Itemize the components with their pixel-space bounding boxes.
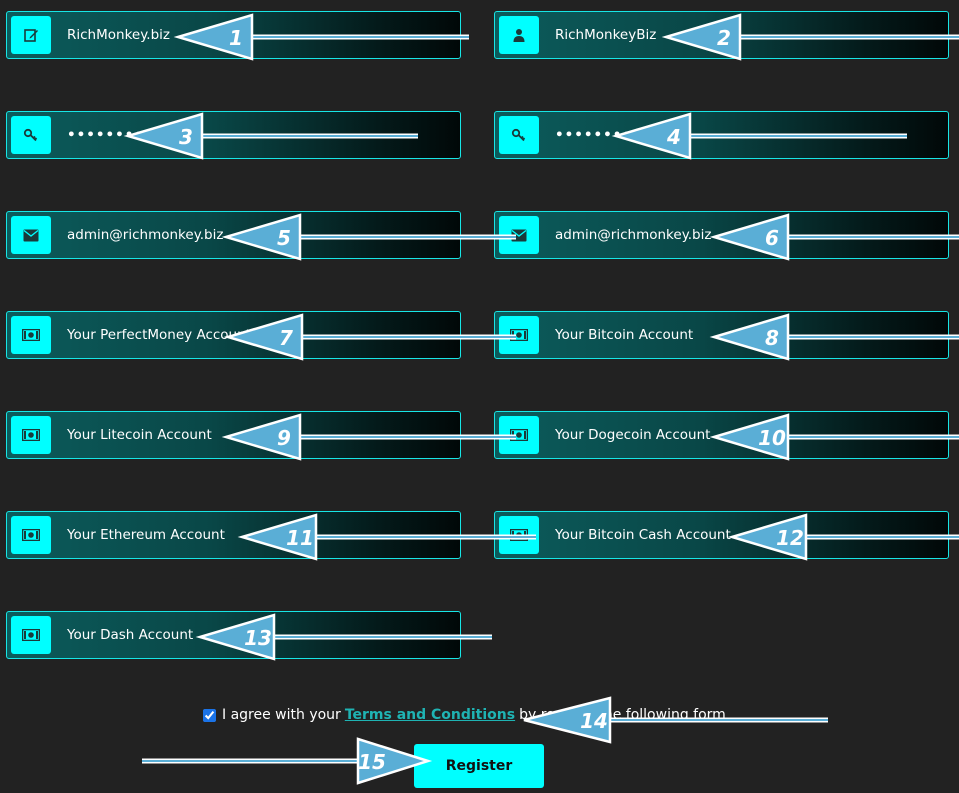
callout-arrow-15: 15 (142, 737, 433, 785)
bitcoin-account-field[interactable]: Your Bitcoin Account (494, 311, 949, 359)
perfectmoney-account-field[interactable]: Your PerfectMoney Account (6, 311, 461, 359)
ethereum-account-field[interactable]: Your Ethereum Account (6, 511, 461, 559)
money-icon (11, 316, 51, 354)
litecoin-account-field[interactable]: Your Litecoin Account (6, 411, 461, 459)
username-value: RichMonkeyBiz (555, 27, 657, 43)
key-icon (11, 116, 51, 154)
terms-suffix: by reading the following form (519, 707, 726, 723)
callout-number: 15 (358, 750, 386, 774)
password-value: •••••••••• (67, 127, 164, 143)
dogecoin-placeholder: Your Dogecoin Account (555, 427, 711, 443)
envelope-icon (11, 216, 51, 254)
litecoin-placeholder: Your Litecoin Account (67, 427, 212, 443)
username-field[interactable]: RichMonkeyBiz (494, 11, 949, 59)
key-icon (499, 116, 539, 154)
money-icon (499, 416, 539, 454)
terms-row: I agree with your Terms and Conditions b… (203, 707, 726, 723)
money-icon (499, 516, 539, 554)
confirm-password-field[interactable]: •••••••• (494, 111, 949, 159)
bitcoin-cash-placeholder: Your Bitcoin Cash Account (555, 527, 731, 543)
terms-link[interactable]: Terms and Conditions (344, 707, 516, 723)
website-field[interactable]: RichMonkey.biz (6, 11, 461, 59)
register-button[interactable]: Register (414, 744, 544, 788)
perfectmoney-placeholder: Your PerfectMoney Account (67, 327, 251, 343)
money-icon (11, 616, 51, 654)
confirm-password-value: •••••••• (555, 127, 633, 143)
email-field[interactable]: admin@richmonkey.biz (6, 211, 461, 259)
dash-account-field[interactable]: Your Dash Account (6, 611, 461, 659)
money-icon (499, 316, 539, 354)
confirm-email-field[interactable]: admin@richmonkey.biz (494, 211, 949, 259)
terms-checkbox[interactable] (203, 708, 216, 722)
money-icon (11, 416, 51, 454)
terms-prefix: I agree with your (222, 707, 341, 723)
user-icon (499, 16, 539, 54)
dash-placeholder: Your Dash Account (67, 627, 194, 643)
confirm-email-value: admin@richmonkey.biz (555, 227, 712, 243)
edit-icon (11, 16, 51, 54)
ethereum-placeholder: Your Ethereum Account (67, 527, 225, 543)
money-icon (11, 516, 51, 554)
bitcoin-cash-account-field[interactable]: Your Bitcoin Cash Account (494, 511, 949, 559)
envelope-icon (499, 216, 539, 254)
bitcoin-placeholder: Your Bitcoin Account (555, 327, 694, 343)
email-value: admin@richmonkey.biz (67, 227, 224, 243)
dogecoin-account-field[interactable]: Your Dogecoin Account (494, 411, 949, 459)
password-field[interactable]: •••••••••• (6, 111, 461, 159)
website-value: RichMonkey.biz (67, 27, 170, 43)
